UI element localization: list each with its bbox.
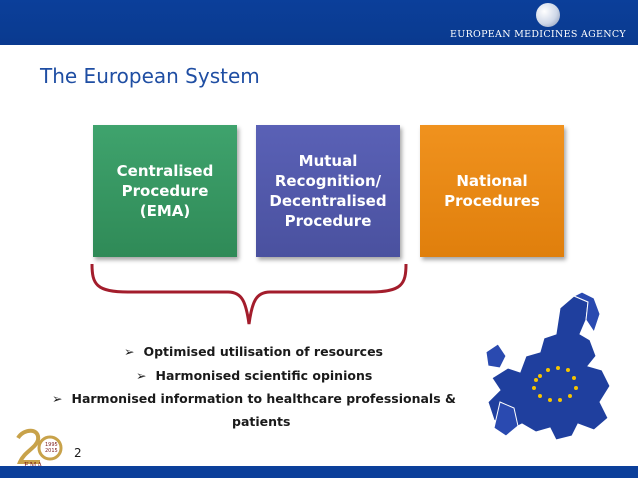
footer-bar xyxy=(0,466,638,478)
svg-text:2015: 2015 xyxy=(45,448,58,454)
arrow-bullet-icon: ➢ xyxy=(124,344,135,359)
agency-name: EUROPEAN MEDICINES AGENCY xyxy=(450,29,626,40)
svg-text:1995: 1995 xyxy=(45,442,58,448)
mutual-recognition-label: Mutual Recognition/ Decentralised Proced… xyxy=(269,152,387,230)
svg-text:EMA: EMA xyxy=(24,461,43,468)
national-procedures-box: National Procedures xyxy=(420,125,564,257)
eu-map-icon xyxy=(485,291,611,441)
slide-title: The European System xyxy=(40,64,260,88)
centralised-procedure-box: Centralised Procedure (EMA) xyxy=(93,125,237,257)
bullet-item-continued: patients xyxy=(232,414,291,429)
mutual-recognition-box: Mutual Recognition/ Decentralised Proced… xyxy=(256,125,400,257)
bullet-item: ➢Harmonised information to healthcare pr… xyxy=(52,391,456,406)
bullet-item: ➢Harmonised scientific opinions xyxy=(136,368,373,383)
page-number: 2 xyxy=(74,446,82,460)
bullet-item: ➢Optimised utilisation of resources xyxy=(124,344,383,359)
agency-logo-icon xyxy=(536,3,560,27)
header-bar: EUROPEAN MEDICINES AGENCY xyxy=(0,0,638,45)
arrow-bullet-icon: ➢ xyxy=(52,391,63,406)
national-procedures-label: National Procedures xyxy=(444,172,540,210)
centralised-procedure-label: Centralised Procedure (EMA) xyxy=(116,162,214,220)
arrow-bullet-icon: ➢ xyxy=(136,368,147,383)
ema-anniversary-logo: 1995 2015 EMA xyxy=(16,428,63,468)
eu-stars xyxy=(532,366,578,402)
curly-brace xyxy=(90,263,408,325)
